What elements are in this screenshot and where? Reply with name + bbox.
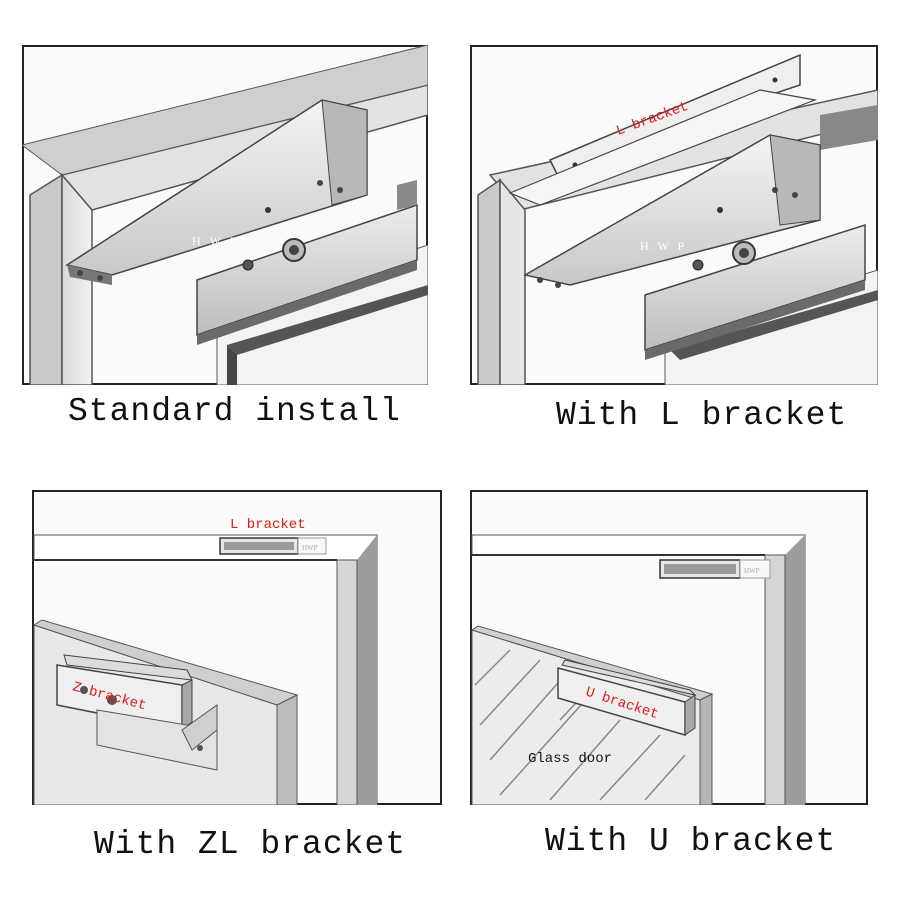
top-l-bracket-label: L bracket bbox=[230, 517, 306, 533]
watermark: H W P bbox=[640, 239, 687, 253]
glass-door-label: Glass door bbox=[528, 751, 612, 767]
watermark: HWP bbox=[744, 567, 760, 575]
zl-bracket-install-diagram: HWP L bracket Z bracket bbox=[32, 490, 442, 805]
caption-with-l-bracket: With L bracket bbox=[556, 397, 848, 434]
watermark: HWP bbox=[302, 544, 318, 552]
caption-with-zl-bracket: With ZL bracket bbox=[94, 826, 407, 863]
standard-install-diagram: H W P bbox=[22, 45, 428, 385]
caption-standard-install: Standard install bbox=[68, 393, 401, 430]
watermark: H W P bbox=[192, 234, 239, 248]
u-bracket-install-diagram: HWP U bracket Glass door bbox=[470, 490, 868, 805]
caption-with-u-bracket: With U bracket bbox=[545, 823, 837, 860]
l-bracket-install-diagram: H W P L bracket bbox=[470, 45, 878, 385]
